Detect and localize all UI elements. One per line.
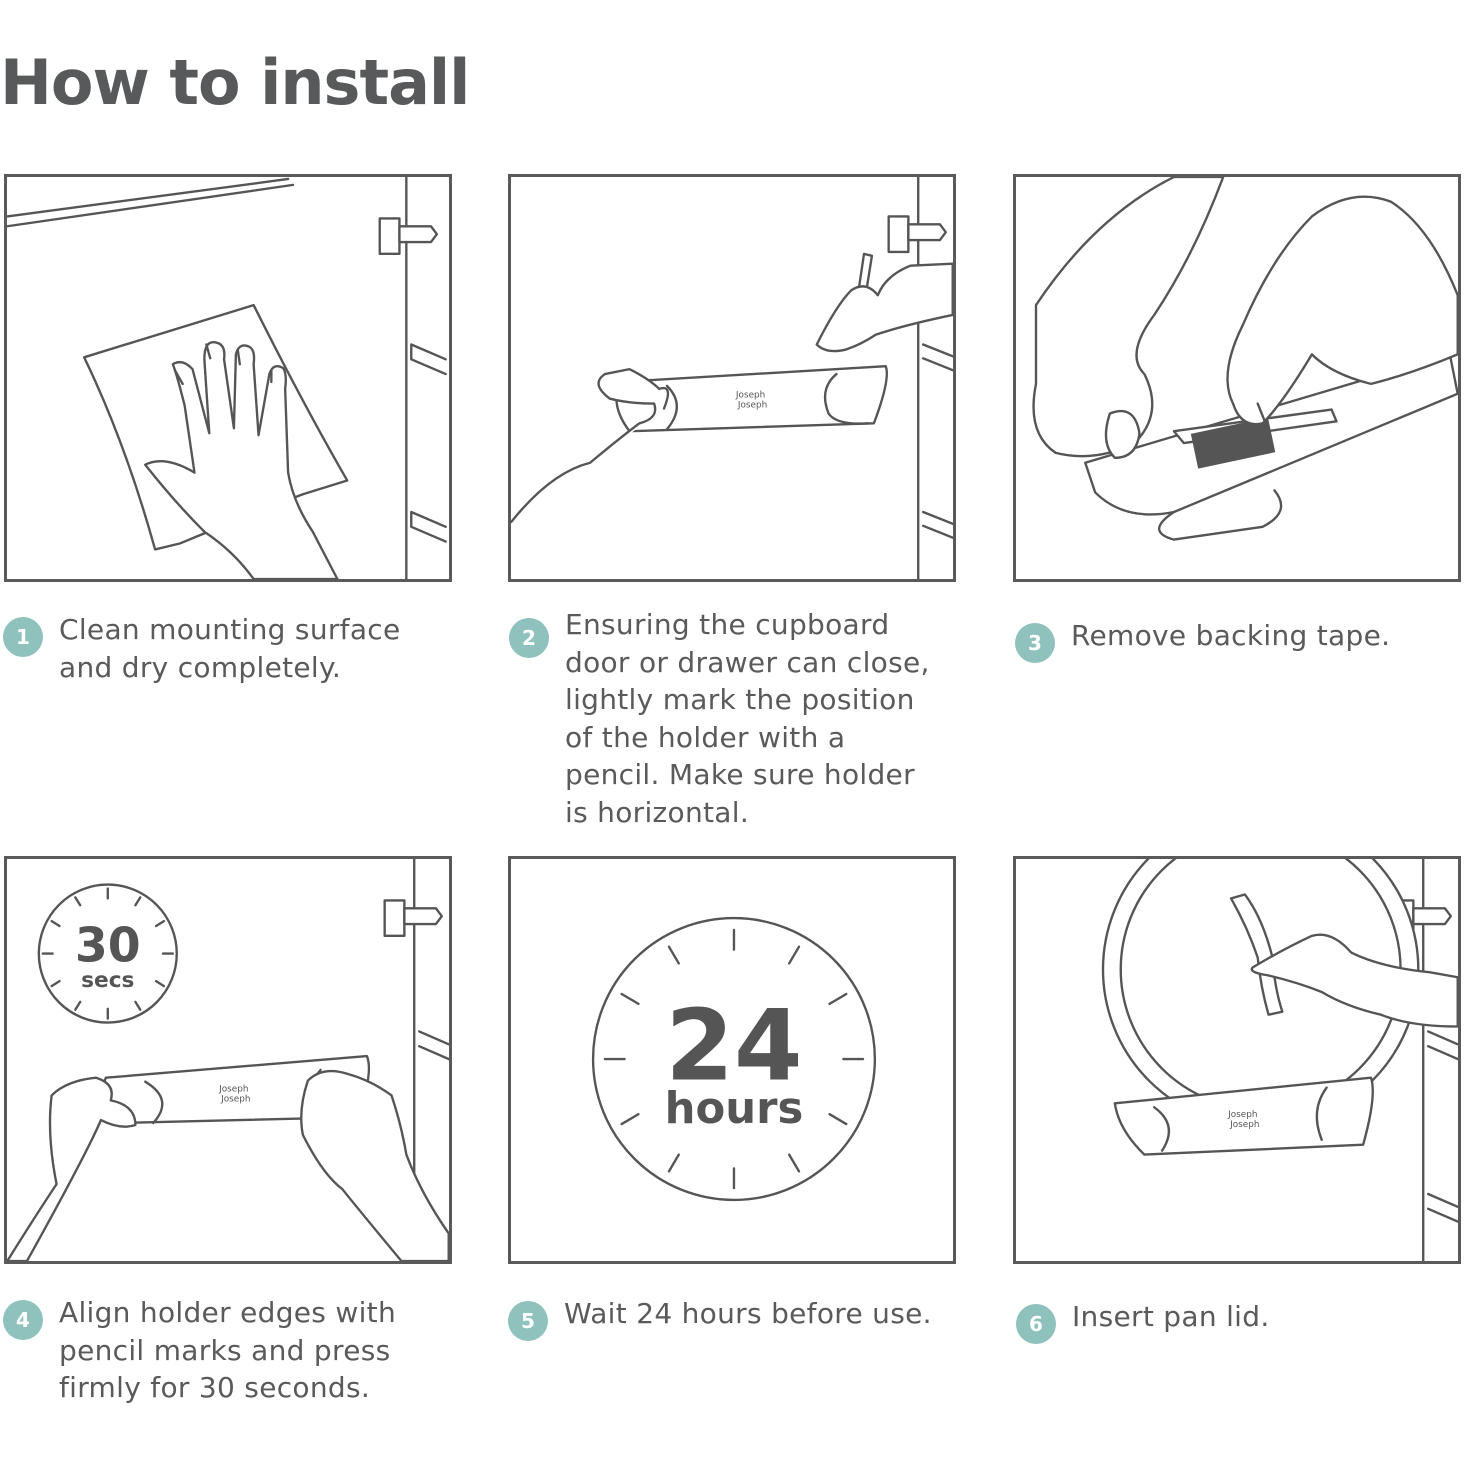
step-2-illustration: Joseph Joseph [508, 174, 956, 582]
timer-24-icon: 24 hours [591, 916, 877, 1202]
step-4: 4 Align holder edges with pencil marks a… [3, 1294, 463, 1407]
step-5-text: Wait 24 hours before use. [564, 1297, 932, 1330]
wipe-surface-illustration [7, 177, 447, 579]
step-6-illustration: Joseph Joseph [1013, 856, 1461, 1264]
brand-logo-line1: Joseph [735, 391, 765, 401]
step-5-number-badge: 5 [508, 1301, 548, 1341]
step-4-illustration: 30 secs Joseph Joseph [4, 856, 452, 1264]
step-3-number-badge: 3 [1015, 623, 1055, 663]
timer-24-unit: hours [665, 1084, 804, 1134]
timer-30-value: 30 [75, 918, 141, 973]
step-2-text: Ensuring the cupboard door or drawer can… [565, 608, 930, 829]
timer-24-value: 24 [665, 990, 802, 1104]
insert-lid-illustration: Joseph Joseph [1101, 859, 1458, 1261]
timer-30-unit: secs [81, 968, 134, 993]
brand-logo-line2-c: Joseph [1229, 1120, 1259, 1130]
timer-30-icon: 30 secs [37, 883, 178, 1024]
step-3-illustration [1013, 174, 1461, 582]
brand-logo-line2: Joseph [737, 401, 767, 411]
step-6-text: Insert pan lid. [1072, 1300, 1270, 1333]
step-2: 2 Ensuring the cupboard door or drawer c… [509, 606, 959, 831]
brand-logo-line1-b: Joseph [218, 1085, 248, 1095]
step-1-number-badge: 1 [3, 617, 43, 657]
page-title: How to install [0, 46, 470, 119]
step-4-text: Align holder edges with pencil marks and… [59, 1296, 396, 1404]
step-3: 3 Remove backing tape. [1015, 617, 1465, 663]
mark-position-illustration: Joseph Joseph [511, 177, 953, 579]
step-2-number-badge: 2 [509, 618, 549, 658]
brand-logo-line2-b: Joseph [220, 1094, 250, 1104]
step-3-text: Remove backing tape. [1071, 619, 1391, 652]
step-5-illustration: 24 hours [508, 856, 956, 1264]
brand-logo-line1-c: Joseph [1227, 1110, 1257, 1120]
press-holder-illustration: 30 secs Joseph Joseph [7, 859, 449, 1261]
step-6-number-badge: 6 [1016, 1304, 1056, 1344]
step-1: 1 Clean mounting surface and dry complet… [3, 611, 463, 686]
step-1-illustration [4, 174, 452, 582]
remove-tape-illustration [1032, 177, 1458, 541]
step-6: 6 Insert pan lid. [1016, 1298, 1466, 1344]
step-5: 5 Wait 24 hours before use. [508, 1295, 963, 1341]
step-4-number-badge: 4 [3, 1300, 43, 1340]
step-1-text: Clean mounting surface and dry completel… [59, 613, 401, 684]
